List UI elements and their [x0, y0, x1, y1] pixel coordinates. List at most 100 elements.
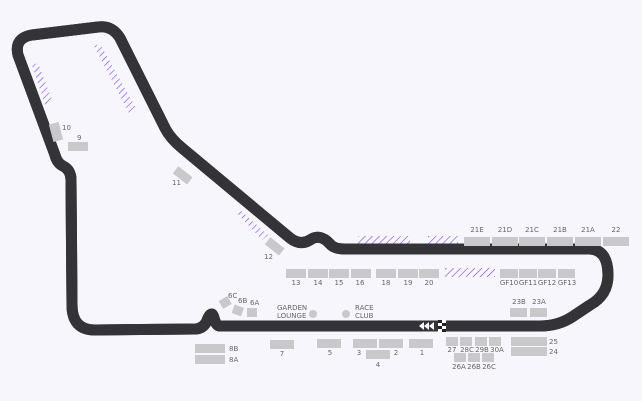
stand-15[interactable] [329, 269, 349, 278]
stand-label: 27 [448, 346, 457, 354]
stand-28C[interactable] [460, 337, 472, 346]
hatch-zone [358, 236, 410, 245]
stand-23B[interactable] [510, 308, 527, 317]
stand-label: 14 [314, 279, 323, 287]
race-track [17, 27, 608, 336]
stand-26B[interactable] [468, 353, 480, 362]
stand-label: GF11 [519, 279, 537, 287]
venue-label: GARDEN [277, 304, 307, 312]
stand-label: 6A [250, 299, 259, 307]
stand-13[interactable] [286, 269, 306, 278]
stand-label: GF13 [558, 279, 576, 287]
stand-21C[interactable] [519, 237, 545, 246]
stand-3[interactable] [353, 339, 377, 348]
stand-30A[interactable] [489, 337, 501, 346]
stand-11[interactable] [172, 166, 193, 185]
stand-5[interactable] [317, 339, 341, 348]
stand-21B[interactable] [547, 237, 573, 246]
stand-label: 8B [229, 345, 238, 353]
stand-21D[interactable] [492, 237, 518, 246]
stand-label: 23A [532, 298, 546, 306]
venue-label: CLUB [355, 312, 374, 320]
stands-21-22: 21E 21D 21C 21B 21A 22 [464, 226, 629, 246]
stand-2[interactable] [379, 339, 403, 348]
stand-8B[interactable] [195, 344, 225, 353]
stand-20[interactable] [419, 269, 439, 278]
stand-26C[interactable] [482, 353, 494, 362]
stand-4[interactable] [366, 350, 390, 359]
stand-23A[interactable] [530, 308, 547, 317]
stand-label: 26A [452, 363, 466, 371]
stand-1[interactable] [409, 339, 433, 348]
stand-label: 28C [460, 346, 474, 354]
stand-label: 5 [328, 349, 332, 357]
stand-label: 22 [612, 226, 621, 234]
stand-label: GF12 [538, 279, 556, 287]
stand-label: 2 [394, 349, 398, 357]
stand-6A[interactable] [247, 308, 257, 317]
stand-6B[interactable] [231, 304, 245, 317]
stand-22[interactable] [603, 237, 629, 246]
stand-label: 9 [77, 134, 81, 142]
stand-GF12[interactable] [538, 269, 556, 278]
stand-label: 16 [356, 279, 365, 287]
stand-label: GF10 [500, 279, 518, 287]
stand-8A[interactable] [195, 355, 225, 364]
hatch-zone [236, 210, 268, 240]
stand-label: 26C [482, 363, 496, 371]
stand-label: 11 [172, 179, 181, 187]
stand-24[interactable] [511, 347, 547, 356]
stand-label: 30A [490, 346, 504, 354]
stand-label: 29B [475, 346, 489, 354]
stand-label: 25 [549, 338, 558, 346]
stand-label: 13 [292, 279, 301, 287]
stand-12[interactable] [264, 237, 285, 256]
stand-label: 20 [425, 279, 434, 287]
stand-21E[interactable] [464, 237, 490, 246]
stands-gf: GF10 GF11 GF12 GF13 [500, 269, 576, 287]
stand-label: 15 [335, 279, 344, 287]
stand-label: 21A [581, 226, 595, 234]
stand-10[interactable] [48, 122, 64, 142]
stand-19[interactable] [398, 269, 418, 278]
stand-label: 18 [382, 279, 391, 287]
garden-lounge[interactable]: GARDEN LOUNGE [277, 304, 317, 320]
stand-GF10[interactable] [500, 269, 518, 278]
stand-label: 3 [357, 349, 361, 357]
venue-label: RACE [355, 304, 374, 312]
stand-9[interactable] [68, 142, 88, 151]
stand-27[interactable] [446, 337, 458, 346]
stand-26A[interactable] [454, 353, 466, 362]
stand-6C[interactable] [218, 296, 232, 309]
stand-25[interactable] [511, 337, 547, 346]
stand-label: 26B [467, 363, 481, 371]
stand-18[interactable] [376, 269, 396, 278]
stand-7[interactable] [270, 340, 294, 349]
venue-marker-icon [309, 310, 317, 318]
stand-29B[interactable] [475, 337, 487, 346]
stand-label: 21D [498, 226, 512, 234]
stand-16[interactable] [351, 269, 371, 278]
finish-line [438, 320, 446, 332]
stand-label: 10 [62, 124, 71, 132]
stand-label: 24 [549, 348, 558, 356]
stand-21A[interactable] [575, 237, 601, 246]
hatch-zone [428, 236, 458, 245]
hatch-zone [445, 268, 495, 277]
stand-label: 1 [420, 349, 424, 357]
stand-label: 19 [404, 279, 413, 287]
venue-label: LOUNGE [277, 312, 306, 320]
stand-label: 21C [525, 226, 539, 234]
stand-GF11[interactable] [519, 269, 537, 278]
stand-label: 21B [553, 226, 567, 234]
stand-label: 23B [512, 298, 526, 306]
direction-arrows-icon [419, 322, 434, 330]
race-club[interactable]: RACE CLUB [342, 304, 374, 320]
stands-13-20: 13 14 15 16 18 19 20 [286, 269, 439, 287]
hatch-zone [32, 63, 52, 105]
stand-14[interactable] [308, 269, 328, 278]
stand-label: 4 [376, 361, 381, 369]
stand-GF13[interactable] [558, 269, 575, 278]
stand-label: 6C [228, 292, 237, 300]
